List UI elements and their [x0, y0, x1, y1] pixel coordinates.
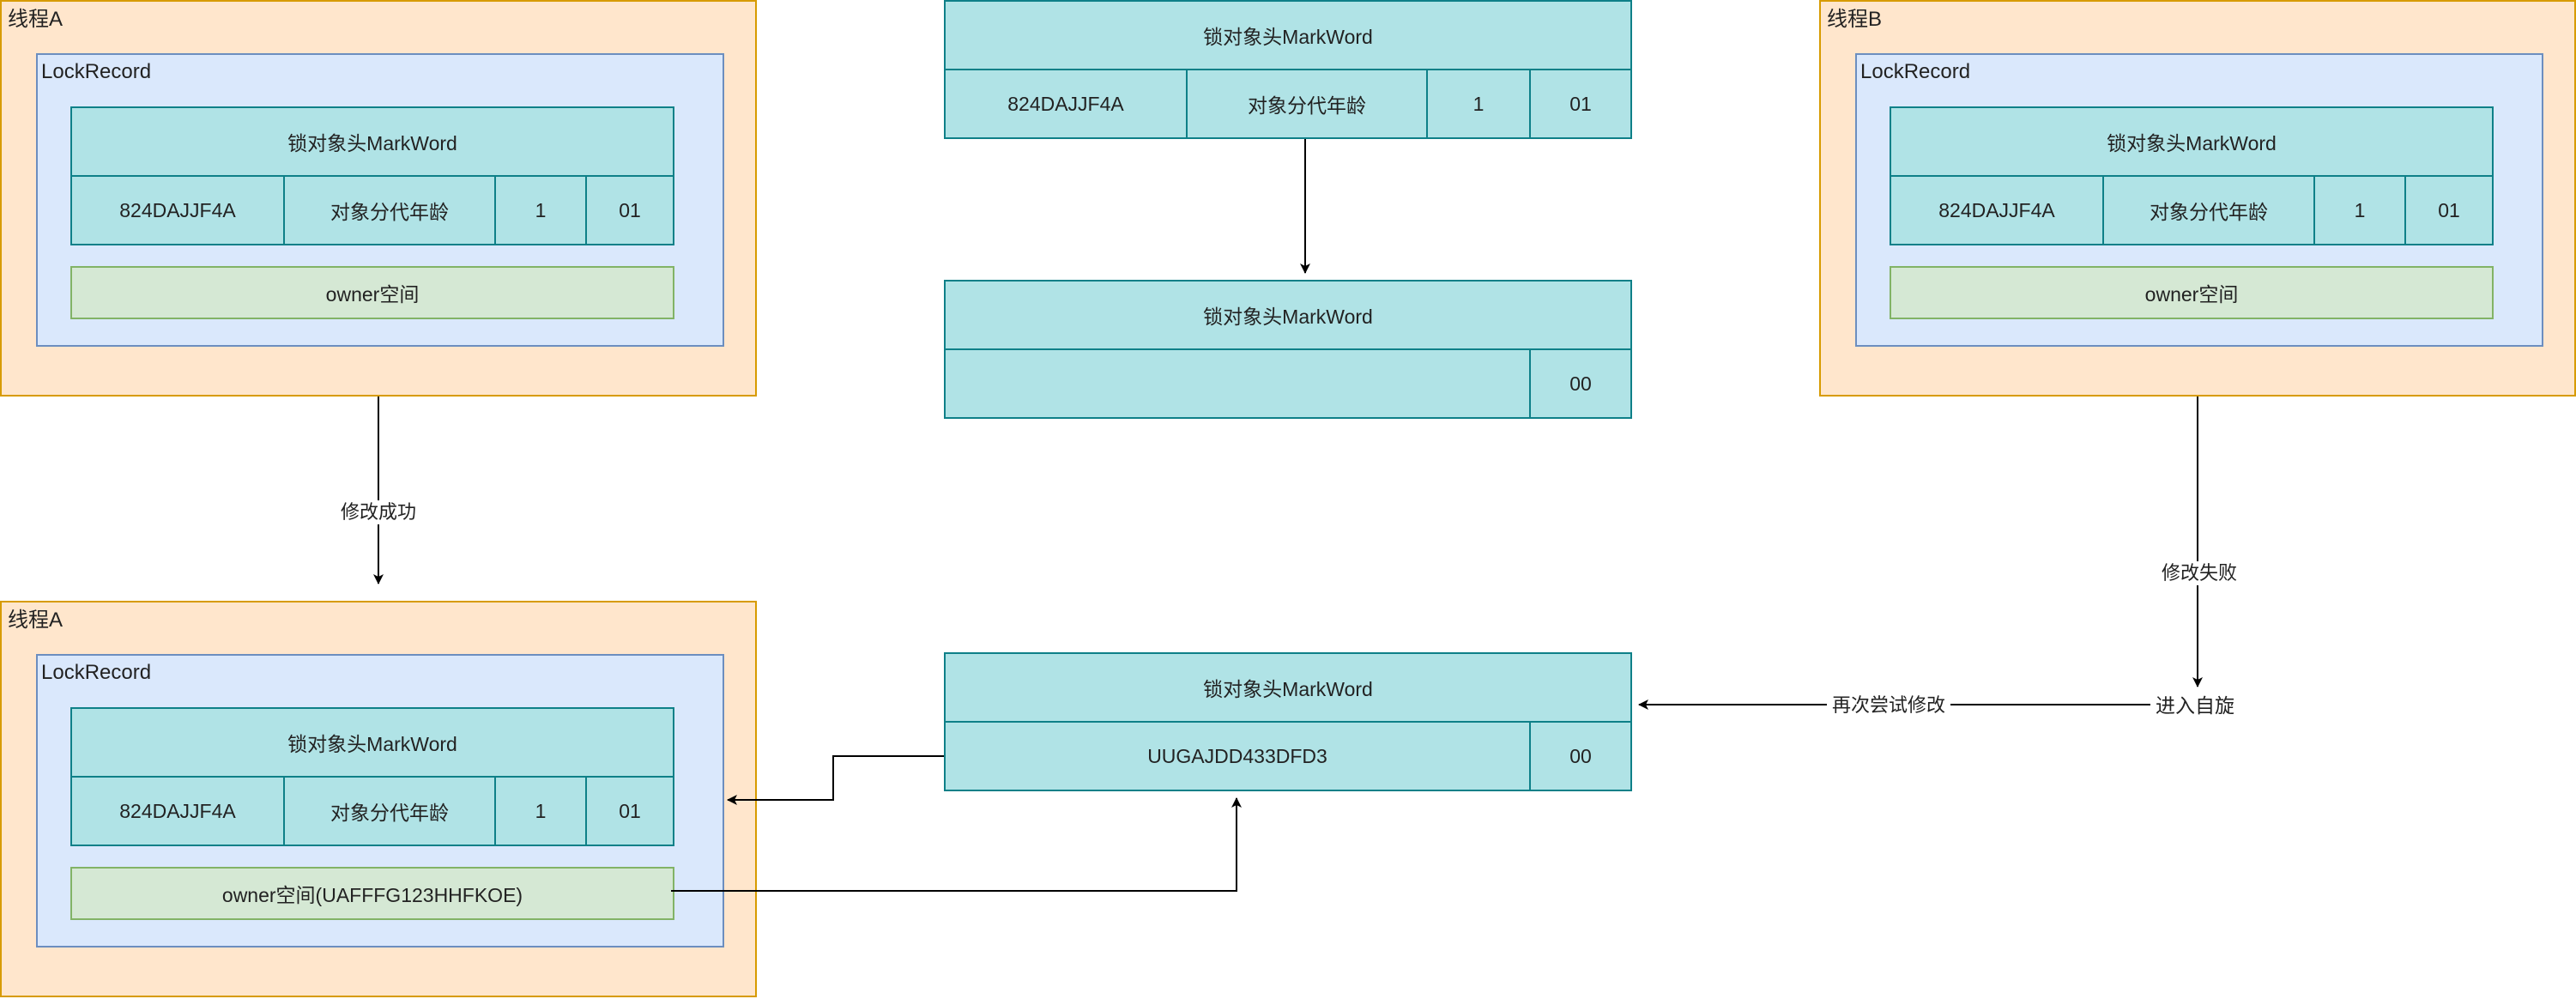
thread-a-top-lock-record-label: LockRecord: [41, 60, 152, 83]
mark-word-hash: 824DAJJF4A: [1938, 198, 2055, 221]
arrow-owner-to-markword: [671, 797, 1242, 892]
object-mark-word: 锁对象头MarkWord 824DAJJF4A 对象分代年龄 1 01: [944, 0, 1632, 139]
thread-b-lock-record-label: LockRecord: [1860, 60, 1971, 83]
mark-word-hash: 824DAJJF4A: [1007, 92, 1124, 115]
mark-word-age: 对象分代年龄: [2102, 177, 2313, 244]
thread-b-container: 线程B LockRecord 锁对象头MarkWord 824DAJJF4A 对…: [1819, 0, 2576, 397]
edge-label-modify-fail: 修改失败: [2156, 561, 2243, 586]
mark-word-header: 锁对象头MarkWord: [1891, 108, 2492, 177]
mark-word-header: 锁对象头MarkWord: [72, 108, 673, 177]
mark-word-flag: 00: [1529, 723, 1630, 790]
thread-a-top-lock-record: LockRecord 锁对象头MarkWord 824DAJJF4A 对象分代年…: [36, 53, 724, 347]
mark-word-bias: 1: [494, 177, 585, 244]
mark-word-bias: 1: [494, 778, 585, 845]
thread-a-bottom-lock-record: LockRecord 锁对象头MarkWord 824DAJJF4A 对象分代年…: [36, 654, 724, 948]
mark-word-flag: 00: [1529, 350, 1630, 417]
mark-word-header: 锁对象头MarkWord: [946, 654, 1630, 723]
thread-a-top-container: 线程A LockRecord 锁对象头MarkWord 824DAJJF4A 对…: [0, 0, 757, 397]
edge-label-retry: 再次尝试修改: [1827, 693, 1951, 718]
mark-word-header: 锁对象头MarkWord: [72, 709, 673, 778]
locked-mark-word: 锁对象头MarkWord UUGAJDD433DFD3 00: [944, 652, 1632, 791]
mark-word-hash: 824DAJJF4A: [119, 799, 236, 822]
mark-word-flag: 01: [2404, 177, 2492, 244]
mark-word-age: 对象分代年龄: [1186, 70, 1426, 137]
spin-node: 进入自旋: [2150, 693, 2240, 719]
thread-b-lock-record: LockRecord 锁对象头MarkWord 824DAJJF4A 对象分代年…: [1855, 53, 2543, 347]
mark-word-header: 锁对象头MarkWord: [946, 282, 1630, 350]
mark-word-flag: 01: [585, 177, 673, 244]
thread-b-mark-word: 锁对象头MarkWord 824DAJJF4A 对象分代年龄 1 01: [1890, 106, 2494, 245]
thread-a-bottom-owner: owner空间(UAFFFG123HHFKOE): [70, 867, 674, 920]
thread-b-title: 线程B: [1827, 8, 1883, 31]
thread-b-owner: owner空间: [1890, 266, 2494, 319]
thread-a-bottom-container: 线程A LockRecord 锁对象头MarkWord 824DAJJF4A 对…: [0, 601, 757, 997]
edge-label-modify-success: 修改成功: [336, 500, 422, 525]
mark-word-age: 对象分代年龄: [283, 177, 494, 244]
mark-word-bias: 1: [1426, 70, 1529, 137]
mark-word-flag: 01: [585, 778, 673, 845]
mark-word-age: 对象分代年龄: [283, 778, 494, 845]
thread-a-bottom-lock-record-label: LockRecord: [41, 661, 152, 684]
mark-word-header: 锁对象头MarkWord: [946, 2, 1630, 70]
thread-a-bottom-title: 线程A: [8, 608, 63, 632]
thread-a-bottom-mark-word: 锁对象头MarkWord 824DAJJF4A 对象分代年龄 1 01: [70, 707, 674, 846]
mark-word-hash: 824DAJJF4A: [119, 198, 236, 221]
mark-word-flag: 01: [1529, 70, 1630, 137]
thread-a-top-mark-word: 锁对象头MarkWord 824DAJJF4A 对象分代年龄 1 01: [70, 106, 674, 245]
mark-word-pointer: UUGAJDD433DFD3: [1147, 744, 1327, 767]
arrow-markword-to-lockrecord: [727, 755, 944, 805]
mark-word-bias: 1: [2313, 177, 2404, 244]
empty-mark-word: 锁对象头MarkWord 00: [944, 280, 1632, 419]
thread-a-top-title: 线程A: [8, 8, 63, 31]
thread-a-top-owner: owner空间: [70, 266, 674, 319]
